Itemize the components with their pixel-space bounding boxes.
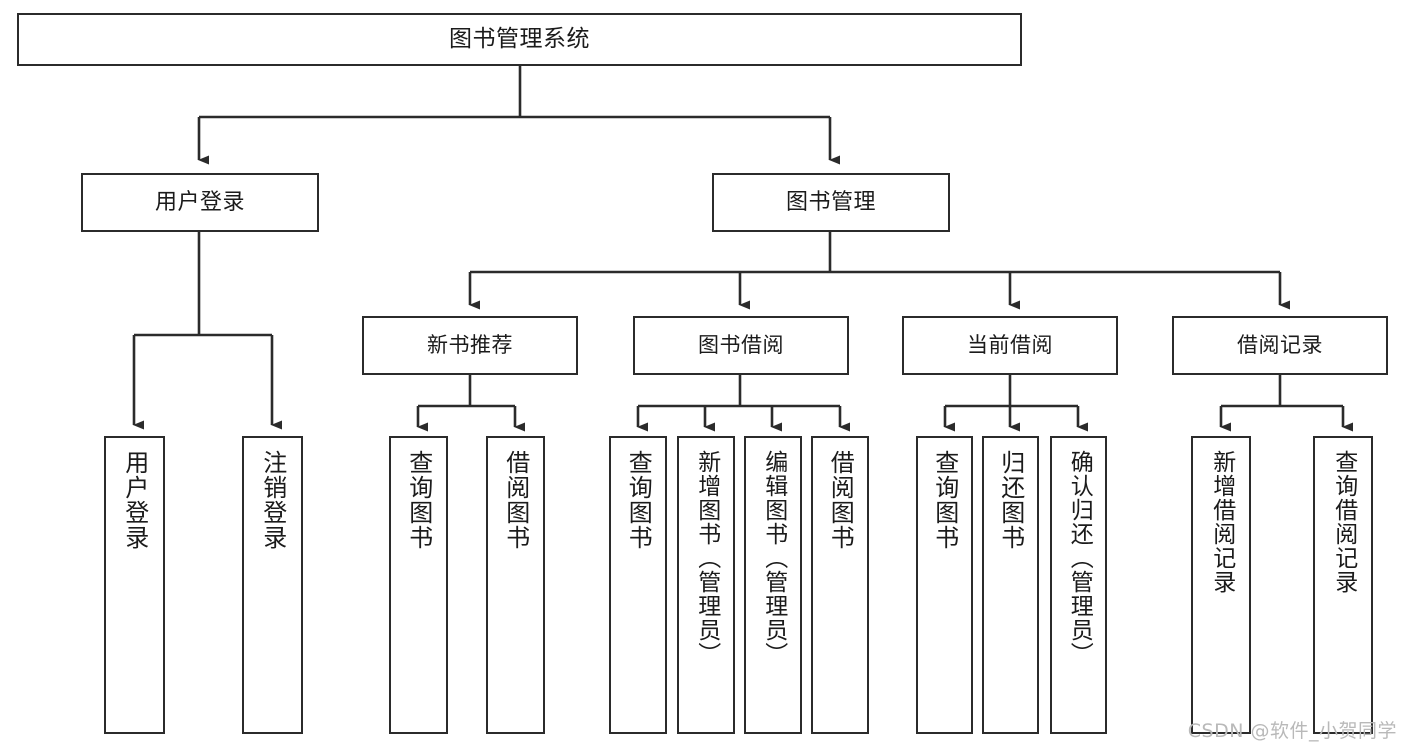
node-root-book-management-system[interactable]: 图书管理系统 [17, 13, 1022, 66]
node-user-login[interactable]: 用户登录 [81, 173, 319, 232]
node-current-borrow[interactable]: 当前借阅 [902, 316, 1118, 375]
node-label: 归还图书 [996, 450, 1025, 550]
leaf-borrow-book-recommend[interactable]: 借阅图书 [486, 436, 545, 734]
node-label: 查询借阅记录 [1330, 450, 1357, 594]
leaf-query-book-current[interactable]: 查询图书 [916, 436, 973, 734]
node-label: 图书管理系统 [449, 25, 590, 52]
node-label: 新书推荐 [427, 333, 513, 358]
node-label: 图书管理 [785, 189, 876, 215]
node-label: 查询图书 [930, 450, 959, 550]
leaf-add-borrow-record[interactable]: 新增借阅记录 [1191, 436, 1251, 734]
node-label: 新增图书（管理员） [693, 450, 720, 666]
leaf-edit-book-admin[interactable]: 编辑图书（管理员） [744, 436, 802, 734]
leaf-query-book-borrow[interactable]: 查询图书 [609, 436, 667, 734]
node-borrow-record[interactable]: 借阅记录 [1172, 316, 1388, 375]
node-label: 借阅图书 [501, 450, 530, 550]
node-label: 借阅记录 [1237, 333, 1323, 358]
node-label: 新增借阅记录 [1208, 450, 1235, 594]
watermark-text: CSDN @软件_小贺同学 [1187, 720, 1397, 742]
node-label: 查询图书 [624, 450, 653, 550]
leaf-add-book-admin[interactable]: 新增图书（管理员） [677, 436, 735, 734]
node-book-borrow[interactable]: 图书借阅 [633, 316, 849, 375]
node-label: 注销登录 [258, 450, 287, 550]
node-new-book-recommend[interactable]: 新书推荐 [362, 316, 578, 375]
leaf-query-borrow-record[interactable]: 查询借阅记录 [1313, 436, 1373, 734]
leaf-logout[interactable]: 注销登录 [242, 436, 303, 734]
leaf-return-book[interactable]: 归还图书 [982, 436, 1039, 734]
node-label: 查询图书 [404, 450, 433, 550]
leaf-user-login[interactable]: 用户登录 [104, 436, 165, 734]
node-label: 当前借阅 [967, 333, 1053, 358]
node-label: 借阅图书 [826, 450, 855, 550]
node-label: 编辑图书（管理员） [760, 450, 787, 666]
node-label: 用户登录 [120, 450, 149, 550]
node-label: 确认归还（管理员） [1066, 450, 1093, 666]
node-book-management[interactable]: 图书管理 [712, 173, 950, 232]
leaf-confirm-return-admin[interactable]: 确认归还（管理员） [1050, 436, 1107, 734]
node-label: 用户登录 [154, 189, 245, 215]
node-label: 图书借阅 [698, 333, 784, 358]
leaf-query-book-recommend[interactable]: 查询图书 [389, 436, 448, 734]
leaf-borrow-book[interactable]: 借阅图书 [811, 436, 869, 734]
